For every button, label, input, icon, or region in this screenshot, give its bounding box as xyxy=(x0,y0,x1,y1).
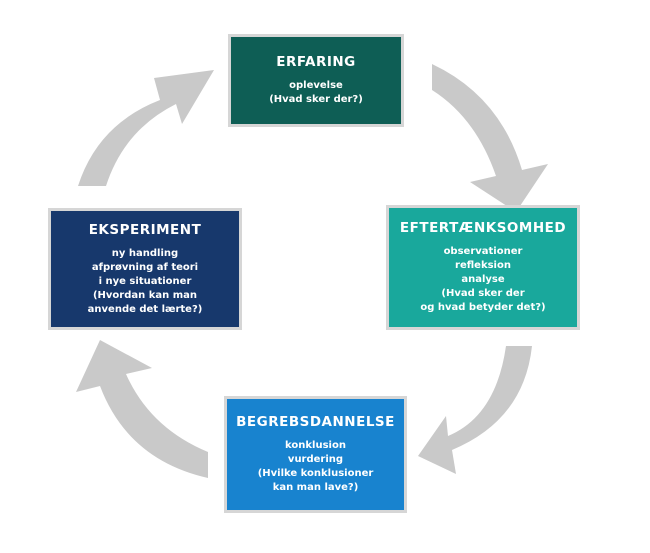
stage-title: BEGREBSDANNELSE xyxy=(236,414,395,430)
stage-description: observationer refleksion analyse (Hvad s… xyxy=(389,245,577,315)
stage-line: refleksion xyxy=(455,260,511,271)
stage-begrebsdannelse: BEGREBSDANNELSE konklusion vurdering (Hv… xyxy=(224,396,407,513)
arrow-eftertaenksomhed-to-begrebsdannelse xyxy=(418,346,532,474)
stage-eksperiment: EKSPERIMENT ny handling afprøvning af te… xyxy=(48,208,242,330)
stage-line: (Hvilke konklusioner xyxy=(257,468,374,479)
stage-line: vurdering xyxy=(287,454,344,465)
stage-line: (Hvad sker der?) xyxy=(269,94,363,105)
stage-line: og hvad betyder det?) xyxy=(420,302,546,313)
stage-line: anvende det lærte?) xyxy=(87,303,203,315)
stage-line: ny handling xyxy=(111,247,179,259)
stage-description: ny handling afprøvning af teori i nye si… xyxy=(51,247,239,317)
stage-line: kan man lave?) xyxy=(272,482,359,493)
stage-title: EFTERTÆNKSOMHED xyxy=(399,220,567,236)
stage-line: analyse xyxy=(461,274,505,285)
stage-eftertaenksomhed: EFTERTÆNKSOMHED observationer refleksion… xyxy=(386,205,580,330)
stage-line: observationer xyxy=(443,246,523,257)
stage-line: afprøvning af teori xyxy=(91,261,199,273)
stage-line: oplevelse xyxy=(289,80,343,91)
stage-line: (Hvad sker der xyxy=(441,288,525,299)
stage-description: oplevelse (Hvad sker der?) xyxy=(231,79,401,107)
stage-erfaring: ERFARING oplevelse (Hvad sker der?) xyxy=(228,34,404,127)
stage-title: EKSPERIMENT xyxy=(88,221,202,238)
stage-line: (Hvordan kan man xyxy=(92,289,198,301)
stage-line: i nye situationer xyxy=(98,275,192,287)
arrow-erfaring-to-eftertaenksomhed xyxy=(432,64,548,212)
stage-description: konklusion vurdering (Hvilke konklusione… xyxy=(227,439,404,495)
arrow-eksperiment-to-erfaring xyxy=(78,70,214,186)
stage-line: konklusion xyxy=(285,440,346,451)
arrow-begrebsdannelse-to-eksperiment xyxy=(76,340,208,478)
stage-title: ERFARING xyxy=(276,54,356,70)
